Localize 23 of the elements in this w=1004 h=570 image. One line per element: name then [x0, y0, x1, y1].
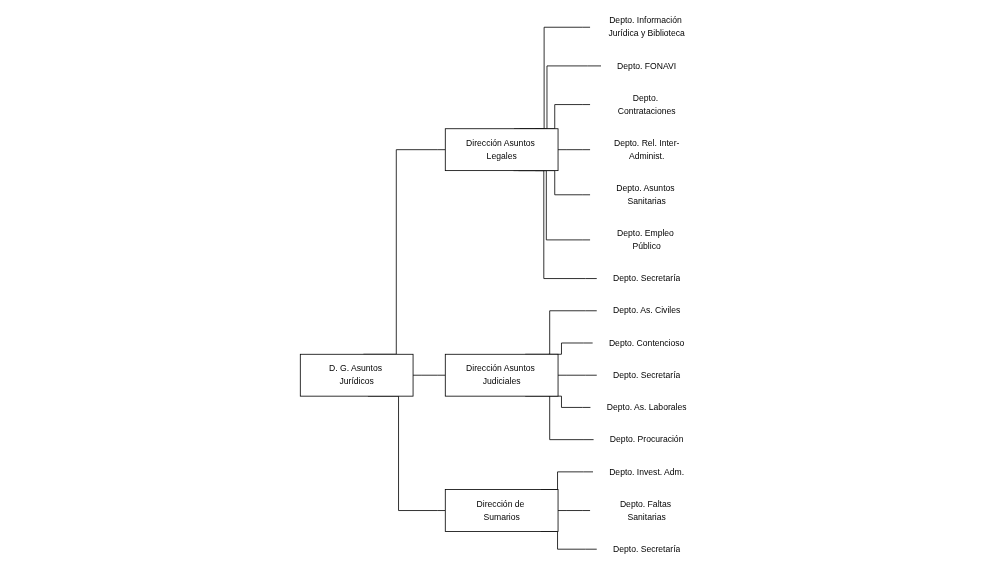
node-text: Depto. Contencioso [609, 338, 685, 348]
connector [413, 374, 446, 376]
node-text: Depto. Procuración [610, 434, 684, 444]
node-text: Depto. Invest. Adm. [609, 467, 685, 477]
node-text: Depto. As. Laborales [607, 402, 687, 412]
node-box: Dirección Asuntos Legales [445, 128, 559, 172]
node-box: D. G. Asuntos Jurídicos [300, 353, 414, 397]
node-text: Depto. Rel. Inter-Administ. [614, 138, 680, 161]
node-text: Depto. Secretaría [613, 370, 681, 380]
node-text: Depto. Secretaría [613, 273, 681, 283]
node-text: Depto. FONAVI [617, 61, 677, 71]
node-text: Depto. As. Civiles [613, 305, 681, 316]
node-text: Depto. Contrataciones [618, 93, 676, 116]
node-text: Depto. Asuntos Sanitarias [616, 183, 675, 206]
connector [557, 510, 591, 511]
node-text: Depto. Secretaría [613, 544, 681, 554]
connector [557, 374, 598, 376]
node-text: Depto. Faltas Sanitarias [620, 499, 672, 522]
node-box: Dirección de Sumarios [445, 489, 559, 532]
node-text: Depto. Información Jurídica y Biblioteca [608, 15, 686, 38]
node-text: Depto. Empleo Público [617, 228, 675, 251]
node-box: Dirección Asuntos Judiciales [445, 353, 559, 397]
connector [557, 149, 591, 151]
